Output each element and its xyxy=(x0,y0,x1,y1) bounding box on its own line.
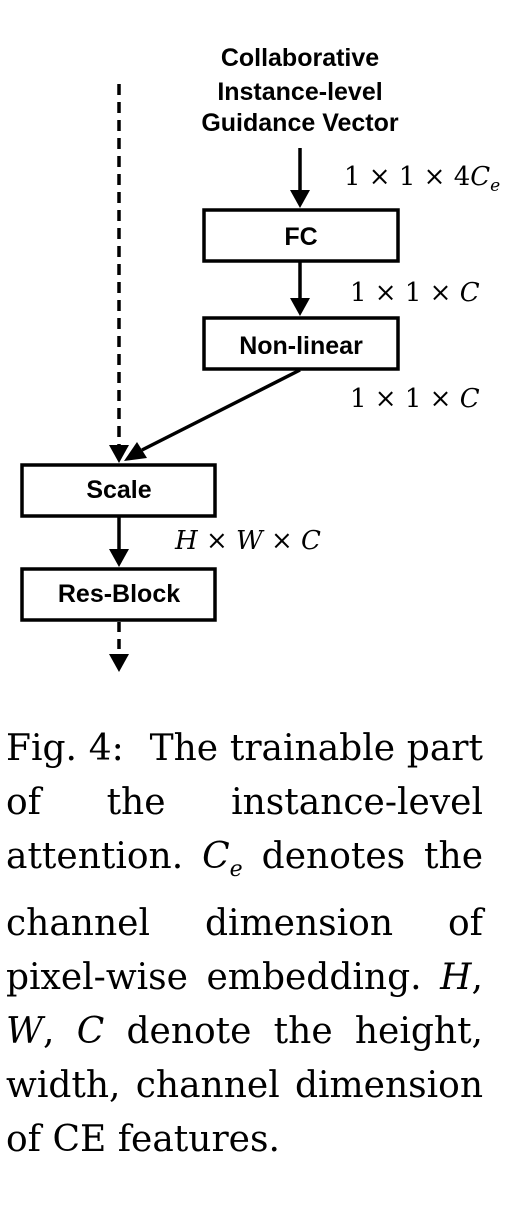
figure-caption: Fig. 4: The trainable part of the instan… xyxy=(6,728,484,1161)
caption-var-c-sub: e xyxy=(229,857,243,883)
caption-var-h: H xyxy=(440,957,472,999)
arrow-scale-to-resblock-head xyxy=(109,549,129,567)
caption-var-w: W xyxy=(6,1011,44,1053)
scale-label: Scale xyxy=(86,476,151,504)
fc-box xyxy=(202,208,400,263)
resblock-label: Res-Block xyxy=(58,580,180,608)
resblock-box xyxy=(20,567,217,622)
caption-text-1: The trainable part of the instance-level… xyxy=(6,728,483,877)
output-dashed-arrowhead xyxy=(109,654,129,672)
input-label-line-1: Collaborative xyxy=(221,44,379,72)
dim-scale-out-label: H × W × C xyxy=(174,526,321,556)
arrow-input-to-fc-head xyxy=(290,190,310,208)
caption-text-3: denote the height, width, channel dimens… xyxy=(6,1011,483,1161)
fc-label: FC xyxy=(284,223,317,251)
arrow-nonlinear-to-scale-head xyxy=(124,442,147,461)
caption-var-c: Ce xyxy=(202,836,243,883)
caption-text-2: denotes the channel dimension of pixel-w… xyxy=(6,836,484,999)
dim-input-label: 1 × 1 × 4Ce xyxy=(344,162,500,196)
arrow-nonlinear-to-scale xyxy=(141,368,301,452)
caption-var-c2: C xyxy=(76,1011,105,1053)
dim-nonlinear-out-label: 1 × 1 × C xyxy=(350,384,480,414)
figure-label: Fig. 4: xyxy=(6,728,124,769)
input-label-line-2: Instance-level xyxy=(217,78,382,106)
input-label-line-3: Guidance Vector xyxy=(201,109,399,137)
nonlinear-box xyxy=(202,316,400,371)
skip-dashed-arrowhead xyxy=(109,445,129,463)
nonlinear-label: Non-linear xyxy=(239,332,363,360)
attention-diagram: Collaborative Instance-level Guidance Ve… xyxy=(20,44,500,672)
arrow-fc-to-nonlinear-head xyxy=(290,298,310,316)
dim-fc-out-label: 1 × 1 × C xyxy=(350,278,480,308)
